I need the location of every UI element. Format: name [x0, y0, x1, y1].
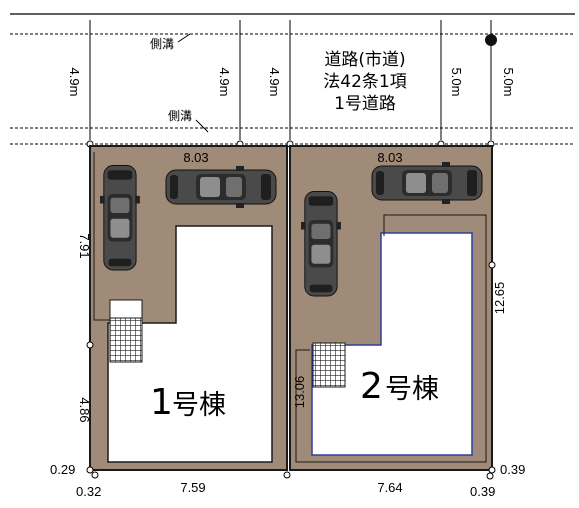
lot2-bottom-label: 7.64: [377, 480, 402, 495]
gutter-label-bottom: 側溝: [168, 109, 192, 123]
lot-1: 8.03 7.91 4.86 7.59 0.29 0.32 1 号棟: [50, 145, 291, 499]
lot2-frontage-label: 8.03: [377, 150, 402, 165]
road-label: 道路(市道) 法42条1項 1号道路: [323, 50, 406, 114]
lot1-corner-label: 0.29: [50, 462, 75, 477]
svg-text:道路(市道): 道路(市道): [324, 50, 405, 70]
building-2: [311, 232, 473, 456]
road-width-label: 4.9m: [267, 68, 282, 97]
lot1-frontage-label: 8.03: [183, 150, 208, 165]
car-icon: [371, 161, 483, 205]
lot1-bottom-label: 7.59: [180, 480, 205, 495]
lot1-name-number: 1: [150, 382, 173, 423]
svg-text:1号道路: 1号道路: [334, 94, 396, 114]
lot1-corner-label: 0.32: [76, 484, 101, 499]
building-1: [107, 225, 273, 463]
lot2-corner-label: 0.39: [470, 484, 495, 499]
road-width-label: 4.9m: [67, 68, 82, 97]
car-icon: [165, 165, 277, 209]
lot2-inner-left-label: 13.06: [292, 376, 307, 409]
lot2-name-number: 2: [360, 366, 383, 407]
lot-2: 8.03 13.06 12.65 7.64 0.39 0.39 2 号棟: [289, 145, 525, 499]
entry-grid: [109, 317, 143, 363]
lot1-left-upper-label: 7.91: [77, 233, 92, 258]
road-width-label: 4.9m: [217, 68, 232, 97]
car-icon: [99, 165, 141, 271]
lot2-right-label: 12.65: [492, 282, 507, 315]
road-width-label: 5.0m: [449, 68, 464, 97]
lot2-name-suffix: 号棟: [385, 374, 439, 405]
lot1-left-lower-label: 4.86: [77, 397, 92, 422]
road-width-label: 5.0m: [501, 68, 516, 97]
svg-text:法42条1項: 法42条1項: [323, 72, 406, 92]
gutter-label-top: 側溝: [150, 37, 174, 51]
lot1-name-suffix: 号棟: [172, 390, 226, 421]
car-icon: [300, 191, 342, 297]
entry-grid: [312, 342, 346, 388]
lot2-corner-label: 0.39: [500, 462, 525, 477]
manhole-icon: [485, 34, 497, 46]
